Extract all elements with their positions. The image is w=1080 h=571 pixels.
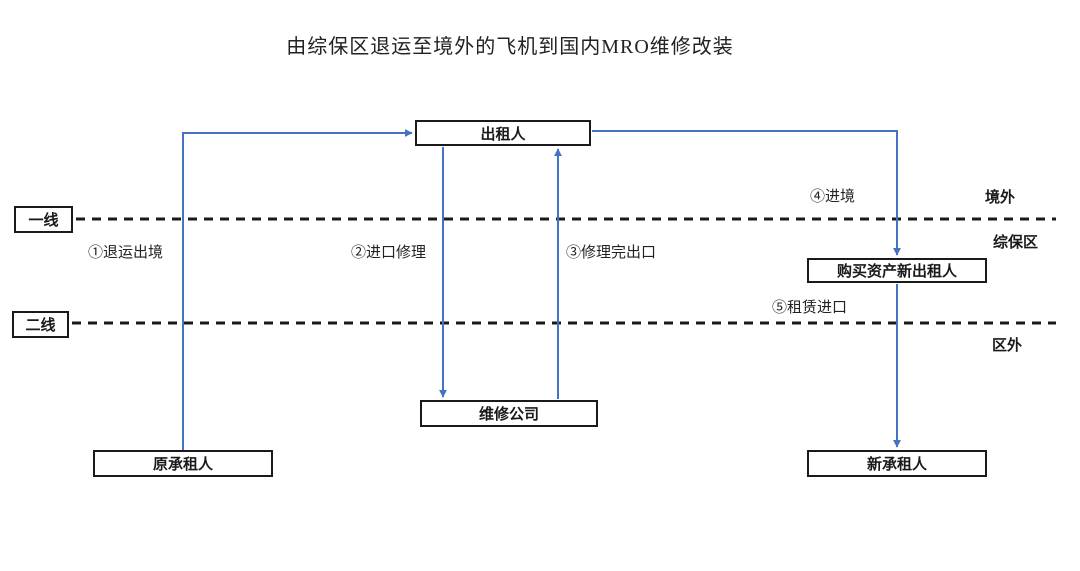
node-first-line: 一线 (14, 206, 73, 233)
node-lessor: 出租人 (415, 120, 591, 146)
flow-label-step3-export-after-repair: ③修理完出口 (566, 244, 657, 261)
node-new-lessor: 购买资产新出租人 (807, 258, 987, 283)
region-label-outside-zone: 区外 (992, 337, 1023, 354)
node-original-lessee: 原承租人 (93, 450, 273, 477)
region-label-bonded-zone: 综保区 (993, 234, 1039, 251)
flow-label-step1-return-exit: ①退运出境 (88, 244, 164, 261)
diagram-title: 由综保区退运至境外的飞机到国内MRO维修改装 (286, 36, 734, 58)
node-second-line: 二线 (12, 311, 69, 338)
flow-label-step2-import-repair: ②进口修理 (351, 244, 427, 261)
arrow-step4-entry (592, 130, 901, 256)
flow-label-step4-entry: ④进境 (810, 188, 856, 205)
node-new-lessee: 新承租人 (807, 450, 987, 477)
region-label-overseas: 境外 (985, 189, 1016, 206)
arrow-step1-return-exit (182, 129, 413, 450)
flow-label-step5-lease-import: ⑤租赁进口 (772, 299, 848, 316)
node-repair-company: 维修公司 (420, 400, 598, 427)
